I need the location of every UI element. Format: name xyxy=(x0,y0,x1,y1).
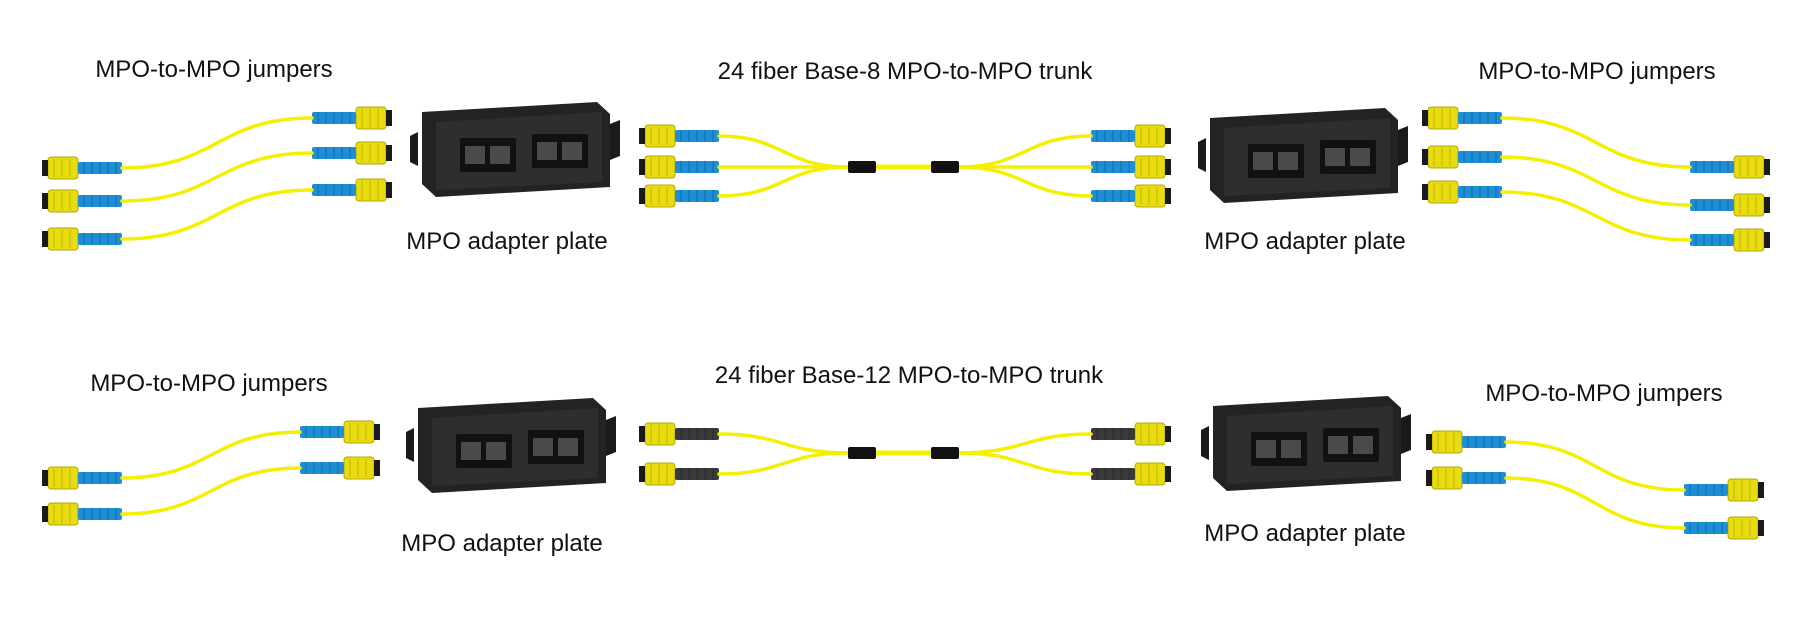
row1-right-jumper-connector-a-1 xyxy=(1422,106,1502,130)
row2-left-jumper-cable-1 xyxy=(120,430,302,480)
row1-trunk-connector-right-3 xyxy=(1091,184,1171,208)
row1-right-jumper-connector-b-1 xyxy=(1690,155,1770,179)
row1-right-jumper-connector-a-2 xyxy=(1422,145,1502,169)
row1-right-jumper-connector-a-3 xyxy=(1422,180,1502,204)
row1-right-jumper-cable-1 xyxy=(1500,116,1692,169)
row2-trunk-fanout-right-1 xyxy=(957,432,1093,455)
row1-right-jumper-cable-2 xyxy=(1500,155,1692,207)
row1-trunk-breakout-right xyxy=(931,161,959,173)
row2-trunk-fanout-right-2 xyxy=(957,451,1093,476)
row2-trunk-label: 24 fiber Base-12 MPO-to-MPO trunk xyxy=(714,362,1104,389)
row1-right-jumpers-label: MPO-to-MPO jumpers xyxy=(1478,58,1716,85)
row1-right-jumper-connector-b-2 xyxy=(1690,193,1770,217)
row1-left-jumper-cable-1 xyxy=(120,116,314,170)
row2-left-adapter-plate xyxy=(406,398,616,493)
row2-right-jumpers-label: MPO-to-MPO jumpers xyxy=(1485,380,1723,407)
row1-right-adapter-plate xyxy=(1198,108,1408,203)
row1-trunk-connector-right-1 xyxy=(1091,124,1171,148)
row1-trunk-fanout-right-1 xyxy=(957,134,1093,169)
row2-trunk-connector-right-2 xyxy=(1091,462,1171,486)
row2-right-jumper-connector-b-2 xyxy=(1684,516,1764,540)
row2-left-jumper-connector-b-2 xyxy=(300,456,380,480)
row2-left-jumper-cable-2 xyxy=(120,466,302,516)
row1-trunk-connector-left-3 xyxy=(639,184,719,208)
row1-left-adapter-plate xyxy=(410,102,620,197)
row2-left-plate-label: MPO adapter plate xyxy=(401,530,603,557)
row2-left-jumpers-label: MPO-to-MPO jumpers xyxy=(90,370,328,397)
row1-trunk-connector-right-2 xyxy=(1091,155,1171,179)
row1-left-jumpers-label: MPO-to-MPO jumpers xyxy=(95,56,333,83)
row1-trunk-breakout-left xyxy=(848,161,876,173)
row1-right-jumper-connector-b-3 xyxy=(1690,228,1770,252)
row1-left-jumper-connector-a-2 xyxy=(42,189,122,213)
row1-left-jumper-connector-b-2 xyxy=(312,141,392,165)
row1-trunk-connector-left-2 xyxy=(639,155,719,179)
row2-right-adapter-plate xyxy=(1201,396,1411,491)
row1-left-plate-label: MPO adapter plate xyxy=(406,228,608,255)
row1-left-jumper-connector-b-3 xyxy=(312,178,392,202)
row1-left-jumper-connector-b-1 xyxy=(312,106,392,130)
row1-left-jumper-connector-a-1 xyxy=(42,156,122,180)
row1-trunk-connector-left-1 xyxy=(639,124,719,148)
row1-trunk-fanout-left-1 xyxy=(717,134,850,169)
row2-trunk-connector-left-2 xyxy=(639,462,719,486)
row1-trunk-fanout-left-3 xyxy=(717,165,850,198)
row2-right-jumper-connector-a-1 xyxy=(1426,430,1506,454)
row2-right-jumper-cable-2 xyxy=(1504,476,1686,530)
row2-trunk-breakout-left xyxy=(848,447,876,459)
row1-left-jumper-cable-3 xyxy=(120,188,314,241)
row1-trunk-fanout-right-3 xyxy=(957,165,1093,198)
row2-right-jumper-connector-b-1 xyxy=(1684,478,1764,502)
row2-right-plate-label: MPO adapter plate xyxy=(1204,520,1406,547)
row2-trunk-connector-right-1 xyxy=(1091,422,1171,446)
row1-trunk-label: 24 fiber Base-8 MPO-to-MPO trunk xyxy=(717,58,1093,85)
row1-right-plate-label: MPO adapter plate xyxy=(1204,228,1406,255)
row2-right-jumper-connector-a-2 xyxy=(1426,466,1506,490)
row2-left-jumper-connector-b-1 xyxy=(300,420,380,444)
row2-left-jumper-connector-a-1 xyxy=(42,466,122,490)
row1-left-jumper-cable-2 xyxy=(120,151,314,203)
row2-right-jumper-cable-1 xyxy=(1504,440,1686,492)
row2-trunk-fanout-left-1 xyxy=(717,432,850,455)
row2-left-jumper-connector-a-2 xyxy=(42,502,122,526)
row2-trunk-breakout-right xyxy=(931,447,959,459)
row1-left-jumper-connector-a-3 xyxy=(42,227,122,251)
row2-trunk-fanout-left-2 xyxy=(717,451,850,476)
row2-trunk-connector-left-1 xyxy=(639,422,719,446)
row1-right-jumper-cable-3 xyxy=(1500,190,1692,242)
